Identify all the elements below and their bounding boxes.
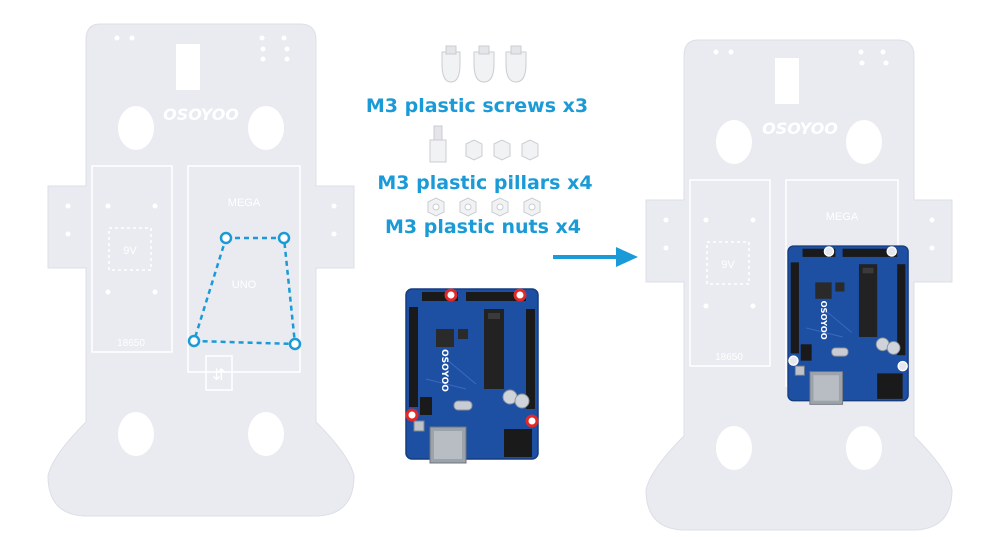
top-slot — [775, 58, 799, 104]
battery-area-outline — [91, 165, 173, 353]
red-mount-hole — [513, 288, 527, 302]
mount-hole-marker — [288, 337, 302, 351]
screws-label: M3 plastic screws x3 — [366, 95, 588, 117]
red-mount-hole — [444, 288, 458, 302]
uno-mounting-guide — [187, 231, 302, 351]
left-chassis-plate — [47, 23, 355, 517]
uno-board-logo: OSOYOO — [439, 349, 449, 392]
nuts-label: M3 plastic nuts x4 — [385, 216, 581, 238]
battery-18650-label: 18650 — [715, 352, 743, 363]
right-chassis-logo: OSOYOO — [762, 119, 838, 138]
battery-9v-label: 9V — [123, 245, 137, 257]
right-chassis: OSOYOO 9V 18650 MEGA OSOYOO — [645, 39, 953, 531]
left-chassis-logo: OSOYOO — [163, 105, 239, 124]
parts-group: M3 plastic screws x3 M3 plastic pillars … — [366, 45, 593, 238]
top-slot — [176, 44, 200, 90]
left-chassis: OSOYOO 9V 18650 MEGA UNO ⇵ — [47, 23, 355, 517]
battery-9v-outline — [108, 227, 152, 271]
pillars-label: M3 plastic pillars x4 — [377, 172, 592, 194]
battery-18650-label: 18650 — [117, 338, 145, 349]
usb-cutout — [205, 355, 233, 391]
mount-hole-marker — [219, 231, 233, 245]
mount-hole-marker — [187, 334, 201, 348]
red-mount-hole — [405, 408, 419, 422]
mega-label: MEGA — [228, 197, 261, 209]
plastic-screws — [441, 45, 527, 83]
battery-9v-label: 9V — [721, 259, 735, 271]
plastic-pillars — [429, 125, 539, 163]
mega-label: MEGA — [826, 211, 859, 223]
mounted-board-logo: OSOYOO — [819, 301, 829, 340]
arrow-icon — [553, 247, 638, 267]
controller-area-outline — [187, 165, 301, 373]
mounted-uno-board: OSOYOO — [787, 245, 909, 406]
battery-9v-outline — [706, 241, 750, 285]
red-mount-hole — [525, 414, 539, 428]
battery-area-outline — [689, 179, 771, 367]
mount-hole-marker — [277, 231, 291, 245]
usb-icon: ⇵ — [212, 365, 225, 384]
uno-label: UNO — [232, 279, 257, 291]
uno-board: OSOYOO — [405, 288, 539, 464]
plastic-nuts — [427, 197, 541, 217]
